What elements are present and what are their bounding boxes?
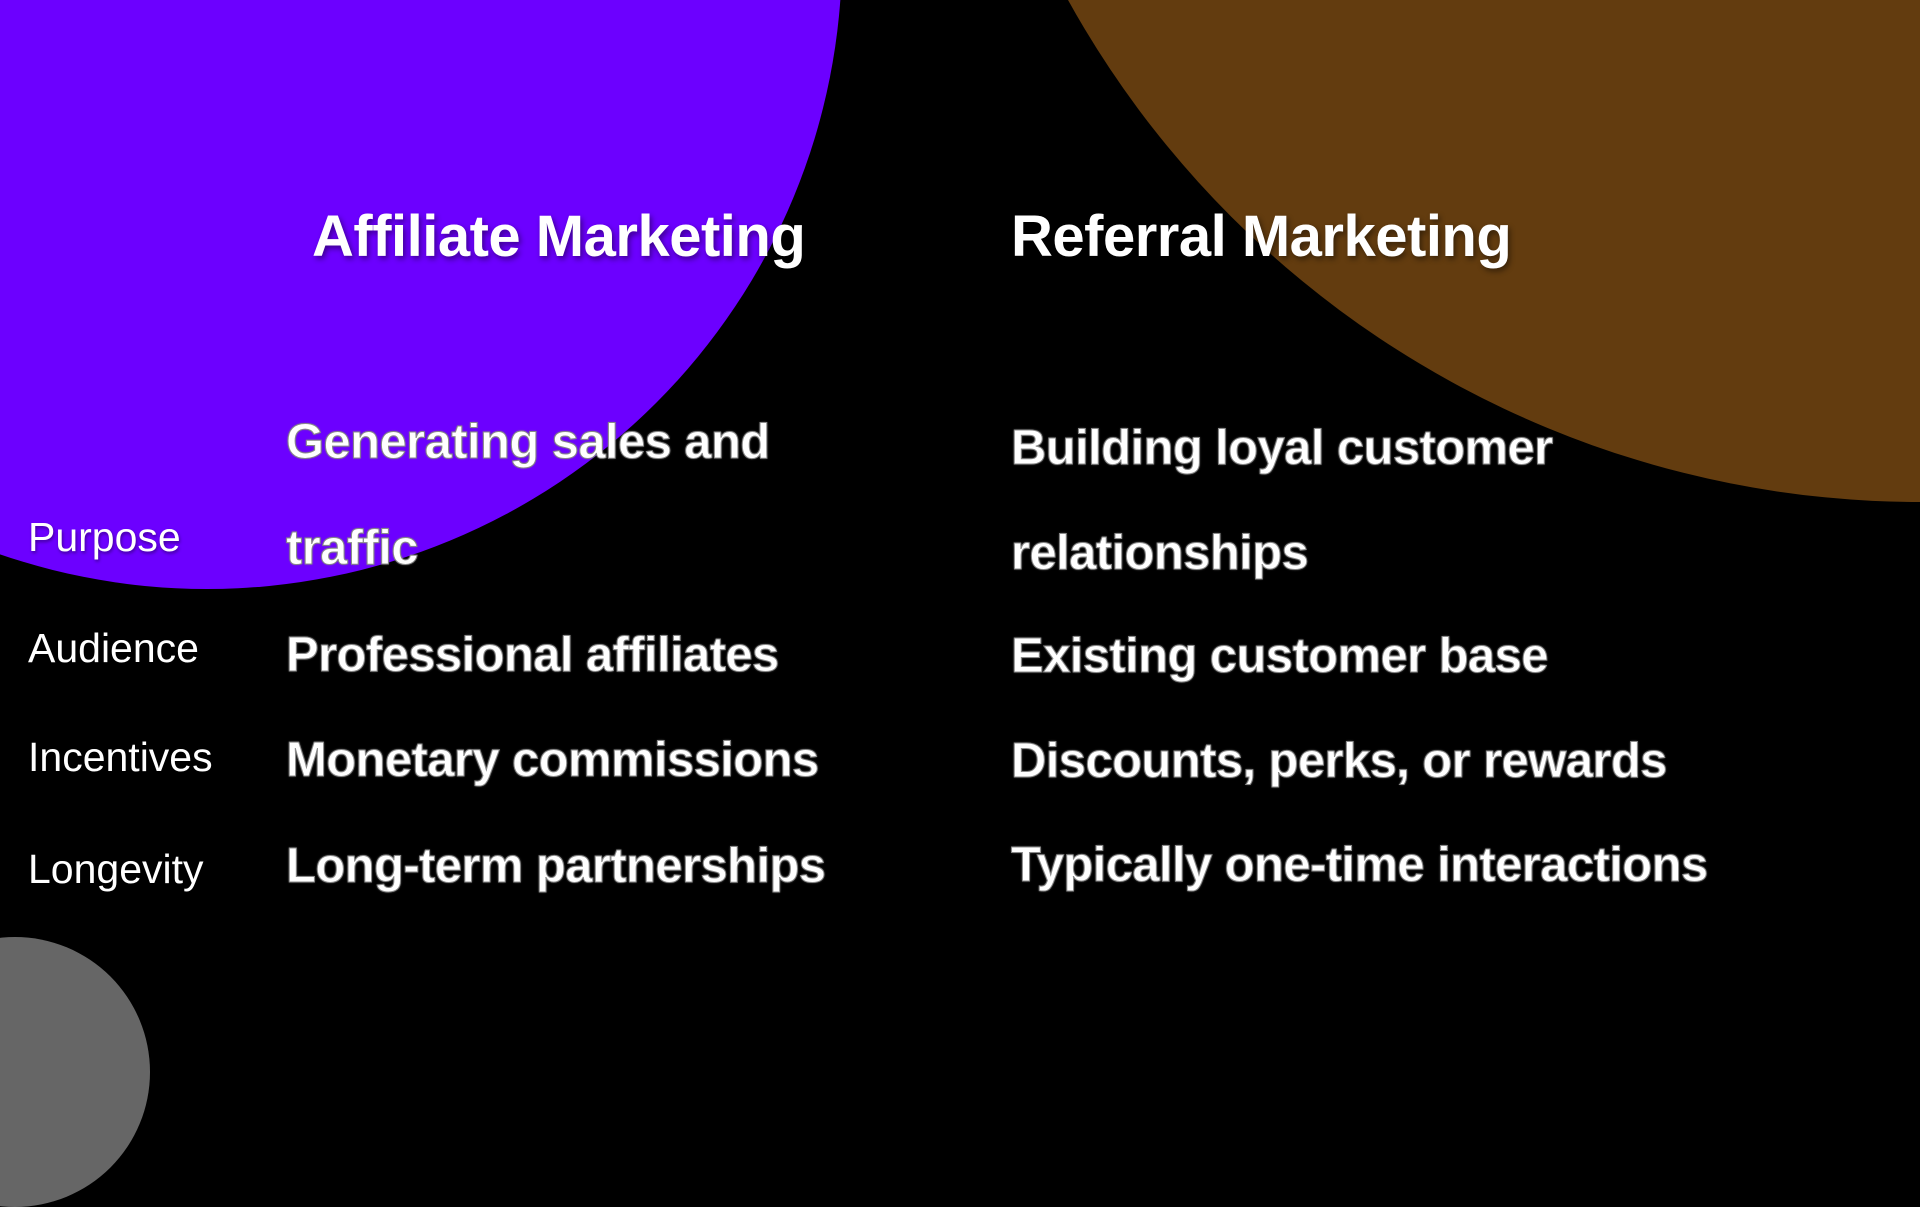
affiliate-incentives: Monetary commissions	[286, 733, 820, 787]
row-label-longevity: Longevity	[28, 846, 204, 892]
row-label-audience: Audience	[28, 625, 199, 671]
purple-circle-decoration	[0, 0, 842, 589]
row-label-incentives: Incentives	[28, 734, 213, 780]
referral-purpose-line-1: Building loyal customer	[1011, 421, 1554, 475]
affiliate-longevity: Long-term partnerships	[285, 839, 826, 893]
referral-incentives: Discounts, perks, or rewards	[1011, 734, 1668, 788]
header-affiliate-marketing: Affiliate Marketing	[312, 204, 806, 269]
row-label-purpose: Purpose	[28, 514, 181, 560]
referral-purpose-line-2: relationships	[1010, 526, 1309, 580]
gray-circle-decoration	[0, 937, 150, 1207]
referral-longevity: Typically one-time interactions	[1011, 838, 1709, 892]
affiliate-purpose-line-1: Generating sales and	[286, 415, 771, 469]
referral-audience: Existing customer base	[1011, 629, 1549, 683]
affiliate-audience: Professional affiliates	[286, 628, 780, 682]
affiliate-purpose-line-2: traffic	[286, 521, 420, 575]
header-referral-marketing: Referral Marketing	[1011, 204, 1512, 269]
